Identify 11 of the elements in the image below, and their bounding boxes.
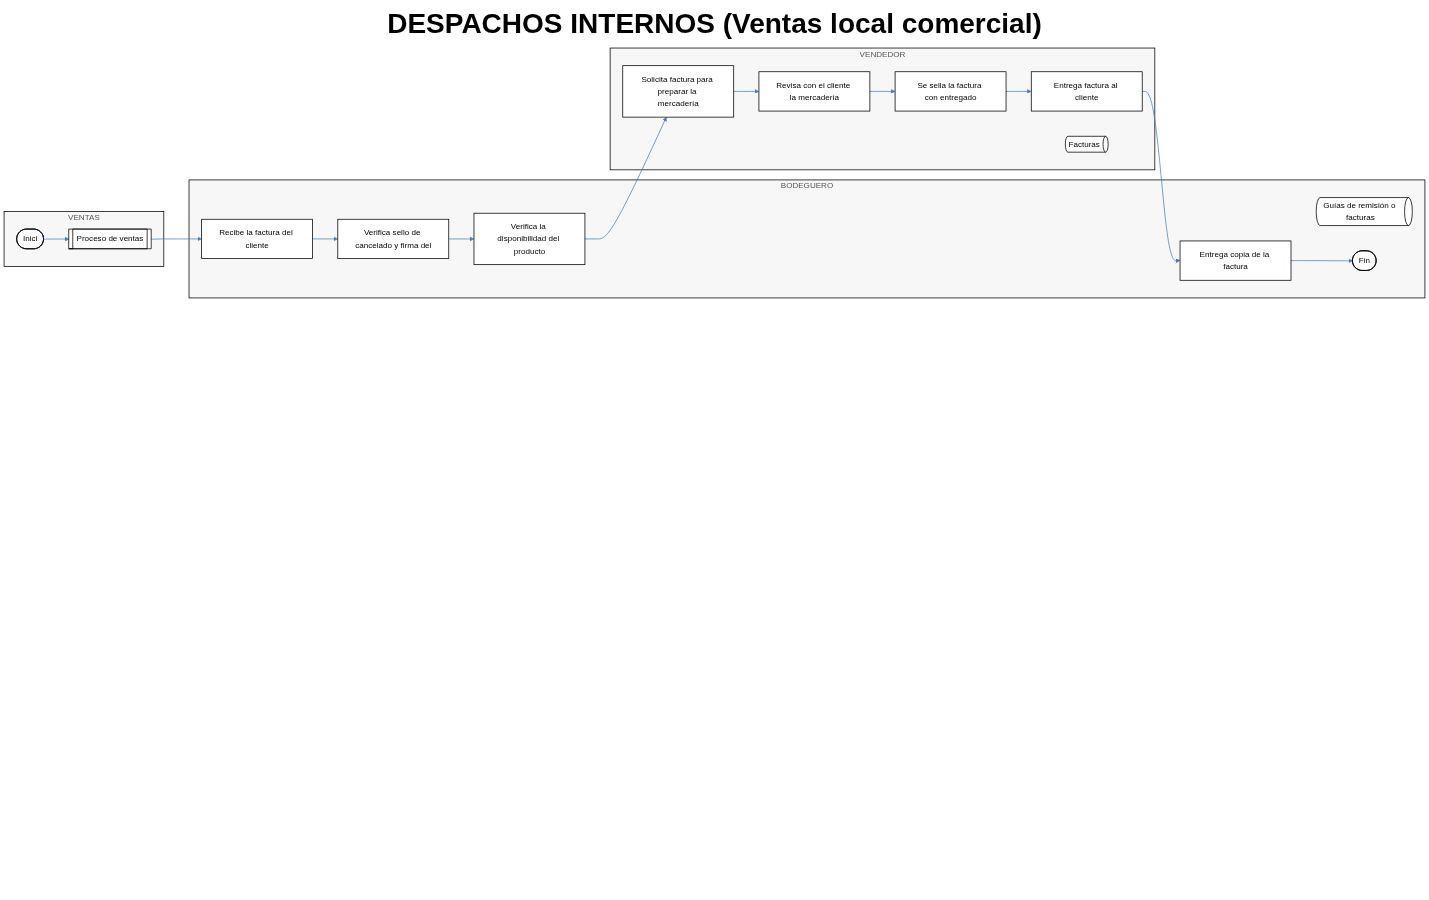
node-box: Entrega factura al cliente: [1030, 71, 1143, 112]
diagram-title: DESPACHOS INTERNOS (Ventas local comercial): [386, 8, 1043, 40]
node-box: Entrega copia de la factura: [1179, 240, 1292, 281]
node-text: Facturas: [1068, 139, 1100, 149]
node-box: Verifica la disponibilidad del producto: [473, 212, 586, 266]
node-box: Revisa con el cliente la mercadería: [758, 71, 871, 112]
node-box: Se sella la factura con entregado: [894, 71, 1007, 112]
node-text: Guías de remisión o facturas: [1323, 200, 1396, 222]
node-box: Verifica sello de cancelado y firma del: [337, 218, 450, 259]
node-box: Recibe la factura del cliente: [201, 218, 313, 259]
node-box: Solicita factura para preparar la mercadería: [622, 65, 735, 118]
